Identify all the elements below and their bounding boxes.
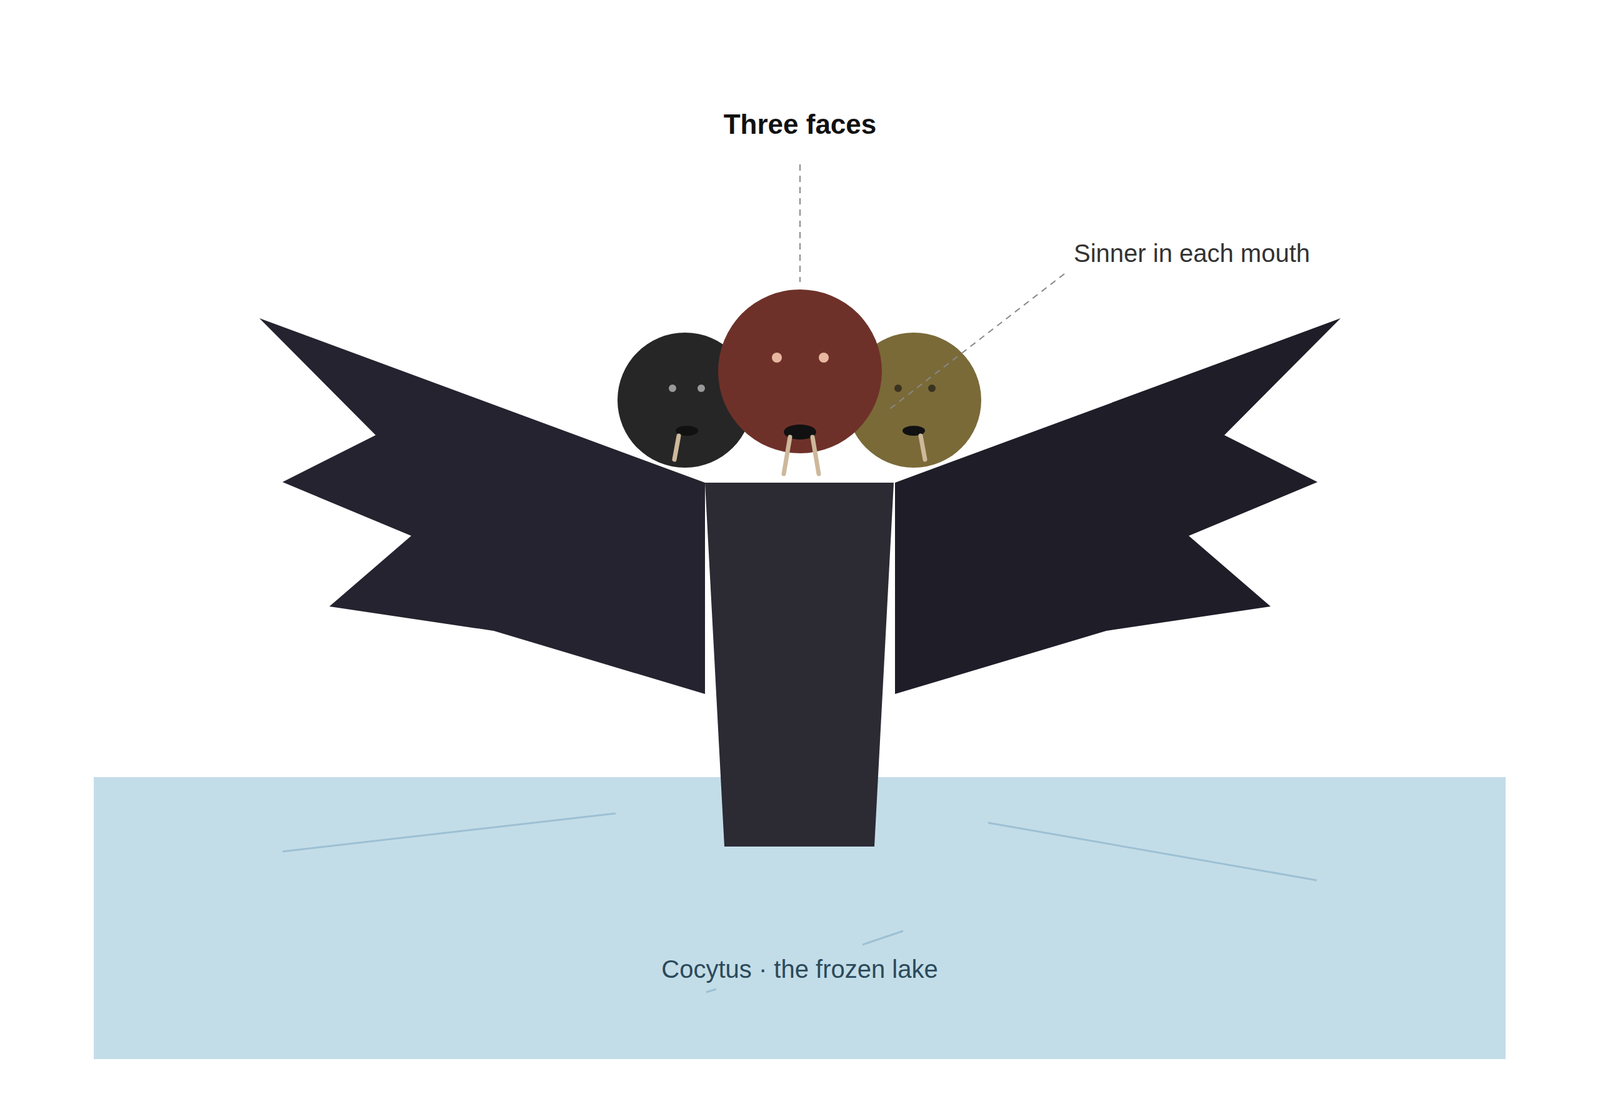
callout-label: Sinner in each mouth [1073,238,1310,269]
leader-lines [800,164,1065,410]
sinner-legs [674,435,925,474]
lake-name: Cocytus · the frozen lake [93,953,1506,984]
callout-title: Three faces [723,108,877,142]
body [705,482,894,847]
red-face [718,289,882,454]
eyes [668,352,936,392]
lake-band: Cocytus · the frozen lake [93,776,1506,1059]
mouths [675,424,925,440]
